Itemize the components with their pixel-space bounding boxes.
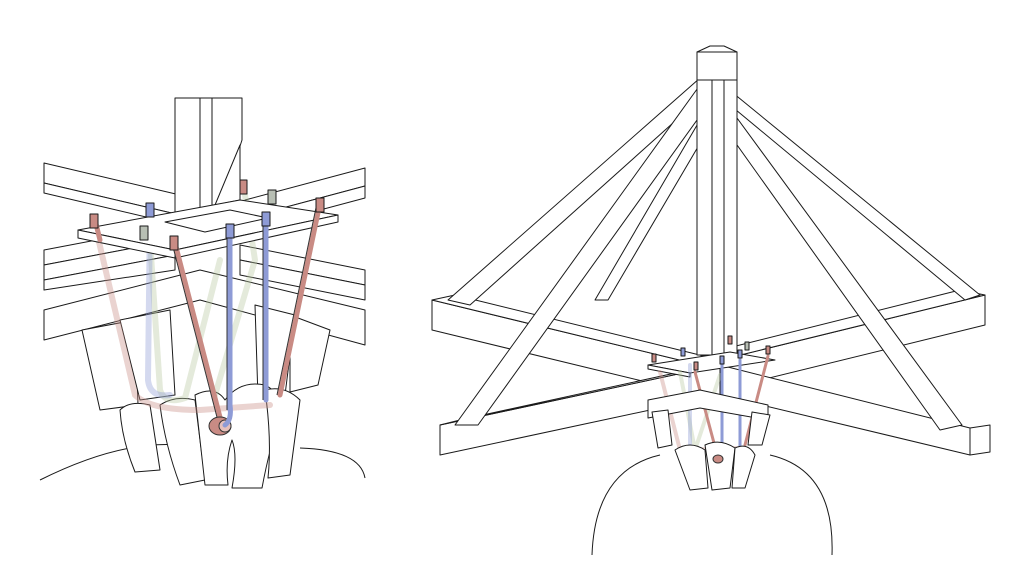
overview-hanger-plate (647, 351, 776, 378)
king-post (696, 45, 738, 356)
detail-view (39, 97, 366, 489)
bell-body (591, 454, 833, 556)
bell-crown-outline (39, 443, 366, 481)
overview-bolts (651, 335, 771, 371)
front-rods (92, 200, 323, 428)
bolt-heads (89, 179, 325, 251)
diagonal-braces (447, 77, 981, 431)
horizontal-beams (431, 289, 991, 456)
overview-yoke (647, 389, 771, 491)
vertical-post (174, 97, 243, 241)
clapper-pin (208, 402, 233, 436)
